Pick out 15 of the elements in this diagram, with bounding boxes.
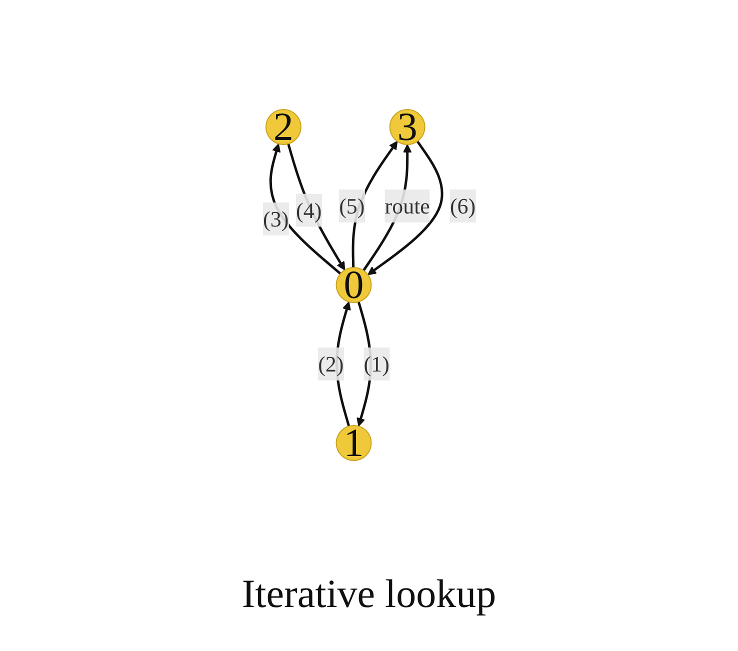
edge-label: (1) (363, 351, 390, 376)
arrow (269, 143, 341, 275)
edge-label: (2) (318, 351, 344, 376)
node-circle: 0 (335, 267, 372, 303)
node-circle: 1 (335, 425, 372, 461)
caption: Iterative lookup (242, 571, 496, 616)
edge-label: (3) (262, 206, 288, 232)
arrow (286, 143, 345, 270)
arrow (367, 140, 443, 276)
edge-label: route (384, 194, 430, 219)
edge-label: (6) (450, 194, 476, 219)
edge-label: (4) (296, 198, 322, 223)
edge-label: (5) (338, 194, 364, 219)
node-circle: 2 (265, 109, 302, 145)
node-circle: 3 (389, 109, 426, 145)
